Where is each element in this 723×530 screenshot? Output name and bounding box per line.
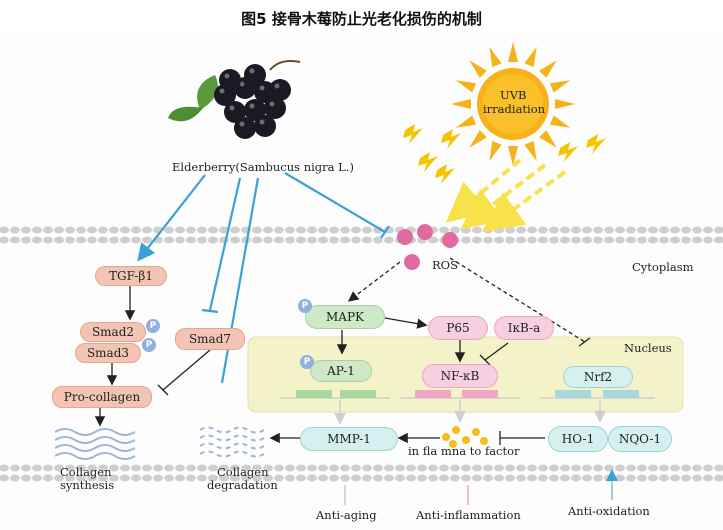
elderberry-effects: [137, 172, 390, 384]
degraded-collagen: [199, 426, 265, 458]
uv-arrows: [445, 158, 567, 233]
nrf2-node: Nrf2: [563, 366, 633, 388]
nucleus-label: Nucleus: [624, 341, 672, 355]
nqo1-node: NQO-1: [608, 426, 672, 452]
smad7-node: Smad7: [175, 328, 245, 350]
nfkb-node: NF-κB: [422, 364, 498, 388]
anti-aging-label: Anti-aging: [316, 508, 377, 522]
elderberry-icon: [168, 60, 301, 139]
phospho-badge: P: [146, 319, 160, 333]
uvb-label-line2: irradiation: [483, 102, 546, 116]
collagen-degradation-label-2: degradation: [207, 478, 278, 492]
cytoplasm-label: Cytoplasm: [632, 260, 694, 274]
sun-icon: [451, 42, 575, 166]
ikba-node: IκB-a: [494, 316, 554, 340]
uvb-label-line1: UVB: [500, 88, 527, 102]
figure-title: 图5 接骨木莓防止光老化损伤的机制: [241, 10, 482, 28]
inflammation-factor-label: in fla mna to factor: [408, 444, 520, 458]
ros-icons: [397, 224, 458, 270]
ho1-node: HO-1: [548, 426, 608, 452]
lightning-icons: [403, 124, 606, 184]
ap1-node: AP-1: [310, 360, 372, 382]
inflammation-dots: [442, 426, 488, 448]
promoter-boxes: [296, 390, 639, 398]
procollagen-node: Pro-collagen: [52, 386, 152, 408]
anti-oxidation-label: Anti-oxidation: [568, 504, 650, 518]
ros-label: ROS: [432, 258, 458, 272]
phospho-badge: P: [300, 355, 314, 369]
collagen-synthesis-label-2: synthesis: [60, 478, 115, 492]
collagen-synthesis-label: Collagen: [60, 465, 112, 479]
p65-node: P65: [428, 316, 488, 340]
collagen-degradation-label: Collagen: [217, 465, 269, 479]
smad2-node: Smad2: [80, 322, 146, 342]
tgf-beta1-node: TGF-β1: [95, 266, 167, 286]
collagen-fibers: [54, 428, 136, 460]
smad3-node: Smad3: [75, 343, 141, 363]
phospho-badge: P: [142, 338, 156, 352]
mapk-node: MAPK: [305, 305, 385, 329]
mmp1-node: MMP-1: [300, 427, 398, 451]
anti-inflammation-label: Anti-inflammation: [416, 508, 521, 522]
elderberry-label: Elderberry(Sambucus nigra L.): [172, 160, 354, 174]
phospho-badge: P: [298, 299, 312, 313]
